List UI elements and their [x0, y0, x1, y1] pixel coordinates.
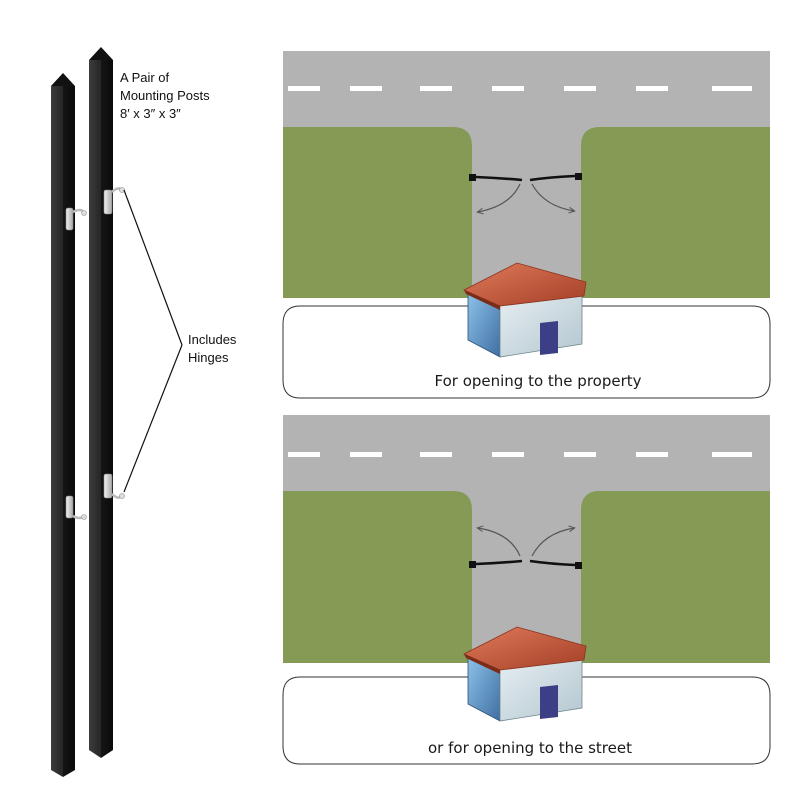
posts-label: A Pair of Mounting Posts 8′ x 3″ x 3″	[120, 70, 213, 121]
mounting-post-icon-left	[51, 73, 75, 777]
mounting-post-icon-right	[89, 47, 113, 758]
hinge-callout-lines	[123, 189, 183, 493]
hinge-icon	[65, 207, 87, 231]
caption-text: For opening to the property	[434, 372, 641, 390]
caption-text: or for opening to the street	[428, 739, 632, 757]
hinge-icon	[103, 187, 125, 215]
hinge-icon	[103, 473, 125, 499]
scene-property-opening: For opening to the property	[282, 51, 771, 399]
gate-icon	[469, 173, 582, 182]
swing-arrow-icon	[478, 183, 574, 212]
lot-right	[581, 491, 770, 663]
lot-left	[283, 491, 472, 663]
lane-markings	[288, 86, 752, 91]
house-icon	[463, 626, 587, 722]
hinge-icon	[65, 495, 87, 520]
swing-arrow-icon	[478, 528, 574, 557]
lot-right	[581, 127, 770, 298]
hinges-label: Includes Hinges	[188, 332, 240, 365]
lot-left	[283, 127, 472, 298]
gate-icon	[469, 559, 582, 569]
scene-street-opening: or for opening to the street	[282, 415, 771, 765]
caption-box	[282, 676, 771, 765]
lane-markings	[288, 452, 752, 457]
house-icon	[463, 262, 587, 358]
